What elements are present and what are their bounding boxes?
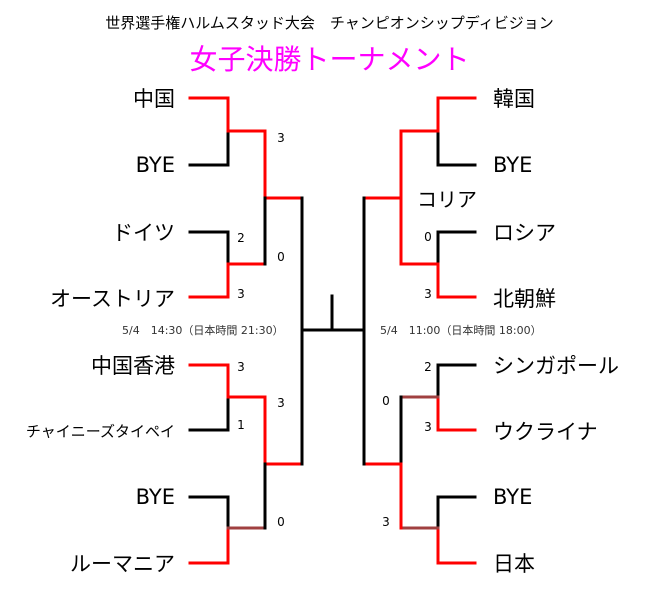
bracket-line bbox=[436, 363, 477, 399]
page-title: 女子決勝トーナメント bbox=[189, 43, 470, 76]
team-label-korea: コリア bbox=[417, 187, 477, 212]
score: 3 bbox=[237, 360, 245, 374]
match-time-left: 5/4 14:30（日本時間 21:30） bbox=[122, 324, 284, 337]
bracket-line bbox=[436, 495, 477, 530]
bracket-line bbox=[188, 262, 267, 299]
team-left-8: ルーマニア bbox=[70, 552, 175, 576]
bracket-line bbox=[436, 96, 477, 133]
team-right-8: 日本 bbox=[493, 552, 535, 576]
score: 0 bbox=[277, 250, 285, 264]
bracket-line bbox=[188, 395, 230, 432]
bracket-line bbox=[188, 495, 230, 530]
bracket-line bbox=[436, 129, 477, 167]
score: 3 bbox=[277, 396, 285, 410]
team-left-5: 中国香港 bbox=[91, 354, 175, 378]
bracket-line bbox=[188, 230, 230, 266]
score: 0 bbox=[382, 394, 390, 408]
team-left-1: 中国 bbox=[133, 87, 175, 111]
team-right-3: ロシア bbox=[493, 221, 556, 245]
team-right-7: BYE bbox=[493, 485, 533, 509]
team-left-2: BYE bbox=[135, 153, 175, 177]
team-right-2: BYE bbox=[493, 153, 533, 177]
team-left-7: BYE bbox=[135, 485, 175, 509]
score: 3 bbox=[237, 287, 245, 301]
score: 3 bbox=[424, 420, 432, 434]
score: 2 bbox=[424, 360, 432, 374]
score: 3 bbox=[277, 131, 285, 145]
bracket-line bbox=[362, 129, 440, 200]
match-time-right: 5/4 11:00（日本時間 18:00） bbox=[380, 324, 542, 337]
team-right-4: 北朝鮮 bbox=[493, 287, 556, 311]
score: 3 bbox=[382, 515, 390, 529]
bracket-line bbox=[188, 129, 230, 167]
team-left-4: オーストリア bbox=[50, 287, 175, 311]
team-left-3: ドイツ bbox=[112, 221, 175, 245]
score: 0 bbox=[277, 515, 285, 529]
bracket-line bbox=[226, 129, 304, 200]
bracket-line bbox=[188, 526, 230, 565]
team-right-6: ウクライナ bbox=[493, 420, 598, 444]
bracket-line bbox=[399, 196, 477, 299]
team-right-1: 韓国 bbox=[493, 87, 535, 111]
score: 2 bbox=[237, 231, 245, 245]
team-left-6: チャイニーズタイペイ bbox=[25, 422, 175, 441]
bracket-line bbox=[436, 526, 477, 565]
bracket-line bbox=[188, 96, 230, 133]
score: 3 bbox=[424, 287, 432, 301]
bracket-line bbox=[188, 363, 230, 399]
score: 1 bbox=[237, 418, 245, 432]
bracket-line bbox=[436, 395, 477, 432]
event-subtitle: 世界選手権ハルムスタッド大会 チャンピオンシップディビジョン bbox=[105, 14, 554, 32]
score: 0 bbox=[424, 230, 432, 244]
team-right-5: シンガポール bbox=[493, 354, 619, 378]
bracket-line bbox=[226, 395, 304, 466]
bracket-line bbox=[436, 230, 477, 266]
